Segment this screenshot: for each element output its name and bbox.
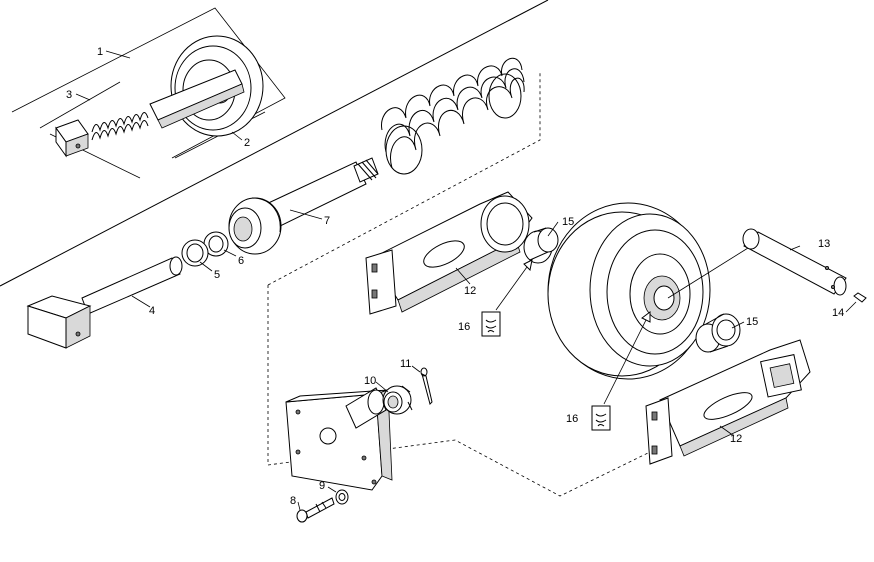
callout-11: 11 [400, 358, 411, 370]
bolt [296, 497, 335, 523]
divider-lines [0, 0, 549, 287]
callout-13: 13 [818, 238, 830, 250]
bushing-lower [695, 313, 741, 353]
spring-shaft [228, 157, 379, 255]
washer [335, 489, 349, 505]
callout-12-upper: 12 [464, 285, 476, 297]
castle-nut [382, 385, 413, 415]
callout-4: 4 [149, 305, 155, 317]
callout-16-lower: 16 [566, 413, 578, 425]
callout-1: 1 [97, 46, 103, 58]
callout-3: 3 [66, 89, 72, 101]
callout-10: 10 [364, 375, 376, 387]
leader-lines [75, 50, 857, 511]
callout-5: 5 [214, 269, 220, 281]
callout-7: 7 [324, 215, 330, 227]
ring-5 [181, 239, 209, 267]
thumbnail-spring [91, 112, 149, 141]
callout-labels: 1 3 2 7 6 5 4 12 15 16 13 14 15 16 12 11… [66, 46, 844, 507]
grease-packet-icon [591, 405, 611, 431]
grease-arrows [495, 259, 651, 405]
callout-12-lower: 12 [730, 433, 742, 445]
yoke-arm-lower [645, 339, 811, 465]
callout-14: 14 [832, 307, 844, 319]
callout-15-upper: 15 [562, 216, 574, 228]
callout-15-lower: 15 [746, 316, 758, 328]
bushing-upper [523, 227, 559, 264]
callout-8: 8 [290, 495, 296, 507]
cotter-pin [420, 367, 433, 405]
pin-13 [667, 228, 847, 299]
yoke-arm-upper [365, 191, 533, 315]
callout-2: 2 [244, 137, 250, 149]
grease-packet-icon [481, 311, 501, 337]
assembly-thumbnail [11, 7, 286, 179]
rod-4 [26, 256, 183, 349]
dashed-group-boundary [267, 72, 651, 497]
idler-wheel [547, 202, 711, 380]
roll-pin-14 [853, 292, 867, 303]
ring-6 [203, 231, 229, 257]
callout-16-upper: 16 [458, 321, 470, 333]
callout-9: 9 [319, 480, 325, 492]
callout-6: 6 [238, 255, 244, 267]
spring [381, 57, 525, 175]
mounting-bracket [285, 387, 393, 491]
